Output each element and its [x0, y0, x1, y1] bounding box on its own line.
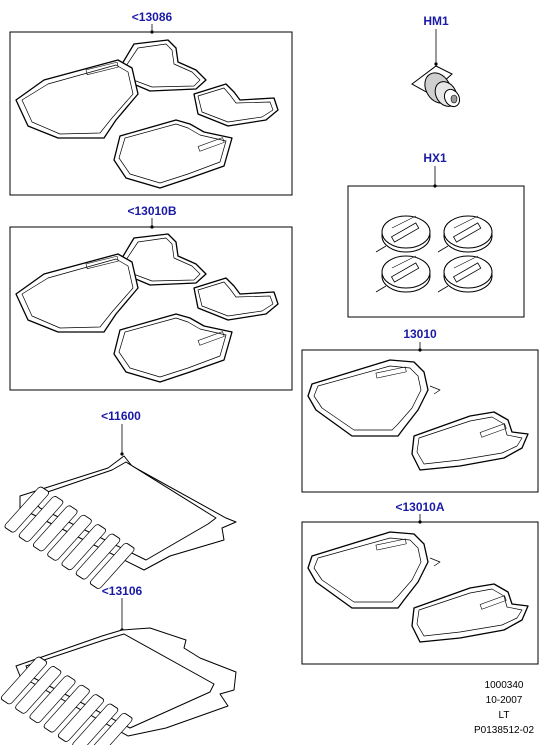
callout-13010: 13010 [403, 327, 437, 341]
footer-ref: 1000340 [485, 680, 524, 691]
callout-hx1: HX1 [423, 151, 447, 165]
mat-set-13010b [15, 233, 279, 383]
load-tray-11600 [4, 455, 237, 589]
clip-4 [437, 255, 493, 293]
mat-set-13010a [307, 531, 529, 643]
callout-13010a: <13010A [395, 500, 444, 514]
callout-13010b: <13010B [127, 204, 176, 218]
callout-13086: <13086 [132, 10, 173, 24]
callout-11600: <11600 [101, 409, 141, 423]
callout-hm1: HM1 [423, 14, 449, 28]
frame-mat-set-13086 [9, 31, 293, 196]
leader-dot [120, 452, 124, 456]
fastener-hm1 [411, 65, 461, 108]
footer-date: 10-2007 [486, 695, 523, 706]
clip-1 [375, 215, 431, 253]
footer-plate: P0138512-02 [474, 725, 534, 736]
frame-mat-set-13010b [9, 226, 293, 391]
callout-13106: <13106 [102, 584, 143, 598]
footer-region: LT [499, 710, 510, 721]
frame-clips-hx1 [347, 185, 525, 318]
mat-set-13010 [307, 359, 529, 471]
clip-2 [437, 215, 493, 253]
leader-dot [434, 62, 438, 66]
frame-mat-set-13010a [301, 521, 539, 665]
mat-set-13086 [15, 39, 279, 189]
load-tray-13106 [0, 627, 237, 745]
clip-3 [375, 255, 431, 293]
frame-mat-set-13010 [301, 349, 539, 493]
